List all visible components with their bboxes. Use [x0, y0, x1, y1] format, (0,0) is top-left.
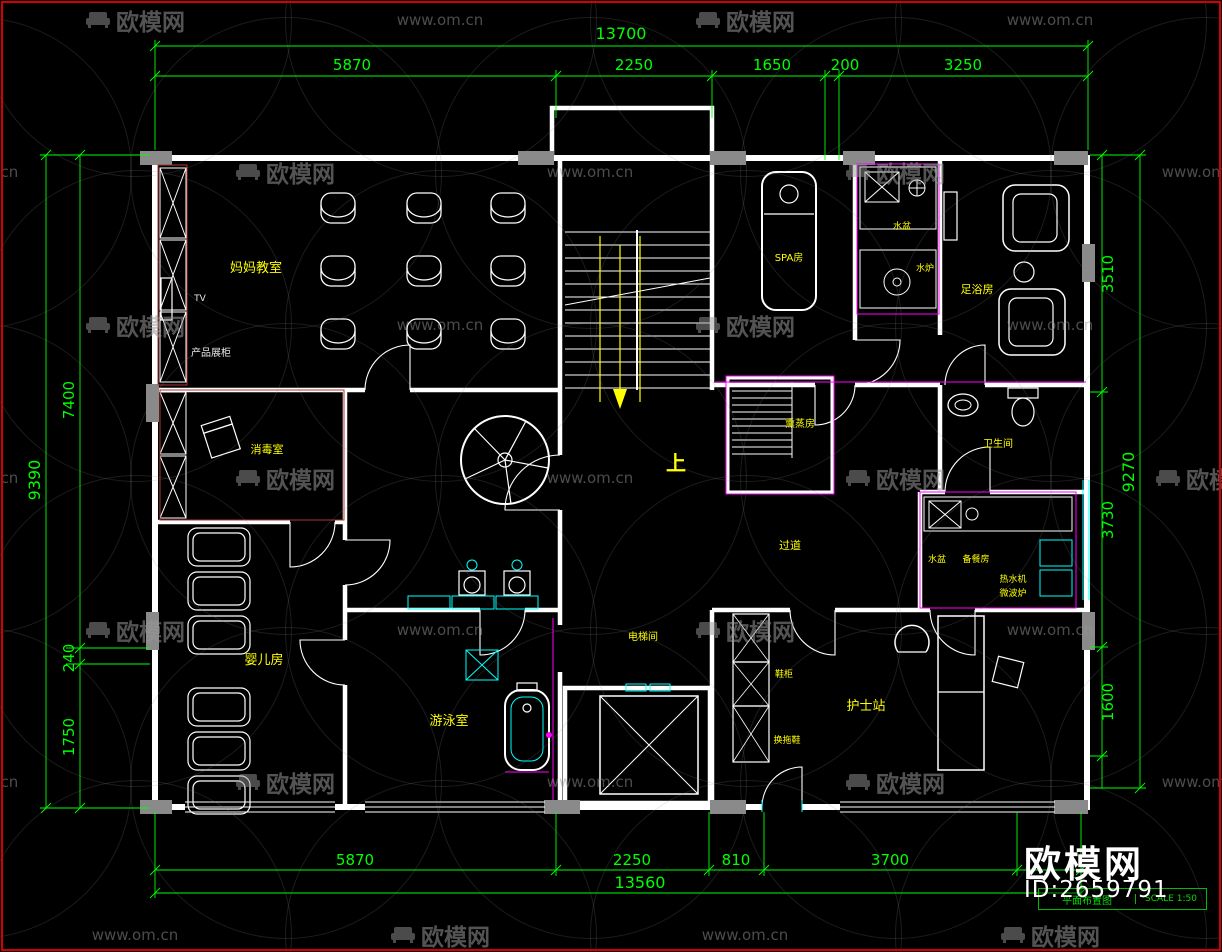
stools: [458, 570, 531, 596]
prep-counter: [923, 496, 1073, 532]
label-nurse-station: 护士站: [846, 699, 885, 714]
dim-top-2: 2250: [615, 56, 653, 74]
nurse-desk: [894, 615, 1025, 771]
steam-bench: [732, 382, 793, 458]
inner-walls: [155, 105, 1088, 807]
label-tv: TV: [193, 294, 206, 304]
dim-bottom-1: 5870: [336, 851, 374, 869]
label-shoe-cabinet: 鞋柜: [775, 668, 793, 680]
dim-bottom-3: 810: [722, 851, 751, 869]
label-corridor: 过道: [779, 538, 801, 552]
label-water-heater: 水炉: [916, 262, 934, 274]
dim-left-1: 7400: [60, 381, 78, 419]
magenta-lines: [157, 163, 1086, 800]
stair-direction: [599, 236, 641, 409]
label-product-display: 产品展柜: [191, 346, 231, 359]
dim-bottom-2: 2250: [613, 851, 651, 869]
label-foot-bath-room: 足浴房: [961, 283, 994, 296]
label-basin-prep: 水盆: [928, 553, 946, 565]
label-hot-water-machine: 热水机: [999, 573, 1026, 585]
outer-walls: [152, 155, 1090, 810]
staircase: [564, 230, 711, 390]
label-bathroom: 卫生间: [983, 437, 1013, 450]
label-baby-room: 婴儿房: [244, 652, 283, 668]
basin-counters: [859, 166, 937, 309]
dimension-lines: [40, 40, 1146, 899]
label-mama-classroom: 妈妈教室: [230, 260, 282, 276]
tv-unit: [160, 277, 173, 321]
display-cabinets: [159, 167, 187, 519]
dim-top-5: 3250: [944, 56, 982, 74]
dimension-text: 13700 5870 2250 1650 200 3250 5870 2250 …: [25, 24, 1138, 892]
windows: [185, 801, 1055, 813]
label-up: 上: [666, 451, 686, 475]
dim-right-2: 3730: [1099, 501, 1117, 539]
label-elevator-room: 电梯间: [628, 630, 658, 643]
classroom-chairs: [320, 192, 526, 350]
dim-left-2: 240: [60, 644, 78, 673]
disinfection-chair: [200, 415, 242, 459]
baby-cribs: [187, 527, 251, 815]
dim-top-3: 1650: [753, 56, 791, 74]
label-spa-room: SPA房: [775, 251, 804, 264]
elevator-car: [599, 695, 699, 795]
label-microwave: 微波炉: [999, 587, 1026, 599]
round-table: [460, 415, 550, 505]
footbath-sofas: [943, 184, 1070, 356]
dim-left-3: 1750: [60, 718, 78, 756]
columns: [140, 151, 1095, 814]
dim-top-4: 200: [831, 56, 860, 74]
shoe-cabinets: [732, 613, 770, 763]
dim-right-1: 3510: [1099, 255, 1117, 293]
label-swimming-room: 游泳室: [429, 713, 468, 729]
label-change-slippers: 换拖鞋: [773, 734, 800, 746]
swim-tub: [504, 682, 550, 771]
dim-bottom-total: 13560: [615, 873, 666, 892]
spa-bed: [761, 171, 817, 311]
bathroom-fixtures: [947, 387, 1039, 427]
dim-right-total: 9270: [1119, 452, 1138, 493]
label-disinfection-room: 消毒室: [251, 442, 284, 456]
furniture: [159, 166, 1073, 815]
dim-top-1: 5870: [333, 56, 371, 74]
dim-top-total: 13700: [596, 24, 647, 43]
dim-bottom-4: 3700: [871, 851, 909, 869]
cyan-details: [407, 480, 1090, 812]
label-basin-top: 水盆: [893, 220, 911, 232]
label-steam-room: 熏蒸房: [785, 417, 815, 430]
dim-right-3: 1600: [1099, 683, 1117, 721]
room-labels: 妈妈教室 TV 产品展柜 消毒室 婴儿房 游泳室 电梯间 上 护士站 过道 SP…: [191, 220, 1027, 746]
dim-left-total: 9390: [25, 460, 44, 501]
doors: [289, 339, 991, 808]
label-prep-room: 备餐房: [962, 553, 989, 565]
